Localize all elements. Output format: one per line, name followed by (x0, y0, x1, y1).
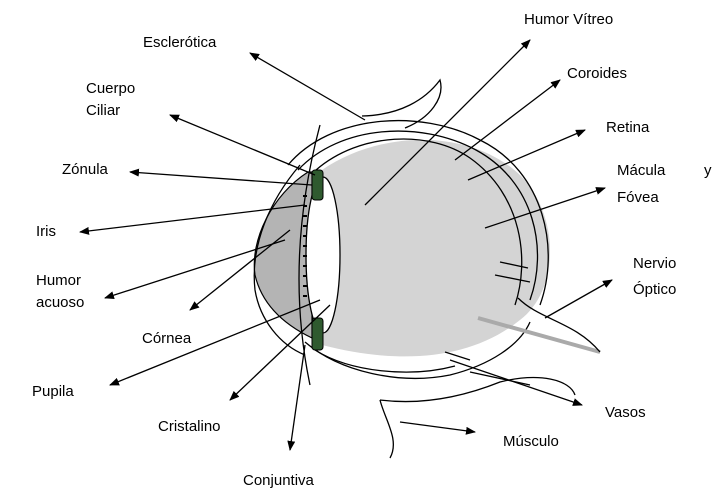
label-nervio-line2: Óptico (633, 279, 676, 300)
label-esclerotica: Esclerótica (143, 32, 216, 53)
label-nervio-line1: Nervio (633, 253, 676, 274)
label-musculo: Músculo (503, 431, 559, 452)
label-retina: Retina (606, 117, 649, 138)
label-zonula: Zónula (62, 159, 108, 180)
label-macula-y: y (704, 160, 712, 181)
label-cristalino: Cristalino (158, 416, 221, 437)
label-cuerpo-ciliar-line2: Ciliar (86, 100, 120, 121)
arrow-zonula (130, 172, 312, 185)
arrow-musculo (400, 422, 475, 432)
label-humor-acuoso-line2: acuoso (36, 292, 84, 313)
arrow-esclerotica (250, 53, 365, 120)
label-cornea: Córnea (142, 328, 191, 349)
label-pupila: Pupila (32, 381, 74, 402)
label-cuerpo-ciliar-line1: Cuerpo (86, 78, 135, 99)
label-fovea: Fóvea (617, 187, 659, 208)
vitreous-body (322, 140, 550, 357)
label-humor-acuoso-line1: Humor (36, 270, 81, 291)
lens (306, 177, 340, 333)
label-humor-vitreo: Humor Vítreo (524, 9, 613, 30)
arrow-cristalino (230, 305, 330, 400)
arrow-cuerpo-ciliar (170, 115, 315, 175)
lower-muscle-2 (380, 400, 393, 458)
label-coroides: Coroides (567, 63, 627, 84)
label-vasos: Vasos (605, 402, 646, 423)
ciliary-body-bottom (312, 318, 323, 350)
lower-muscle (380, 378, 575, 402)
arrow-conjuntiva (290, 345, 305, 450)
label-conjuntiva: Conjuntiva (243, 470, 314, 491)
label-iris: Iris (36, 221, 56, 242)
arrow-nervio (545, 280, 612, 318)
label-macula-line1: Mácula (617, 160, 665, 181)
vessels-line (445, 352, 530, 385)
